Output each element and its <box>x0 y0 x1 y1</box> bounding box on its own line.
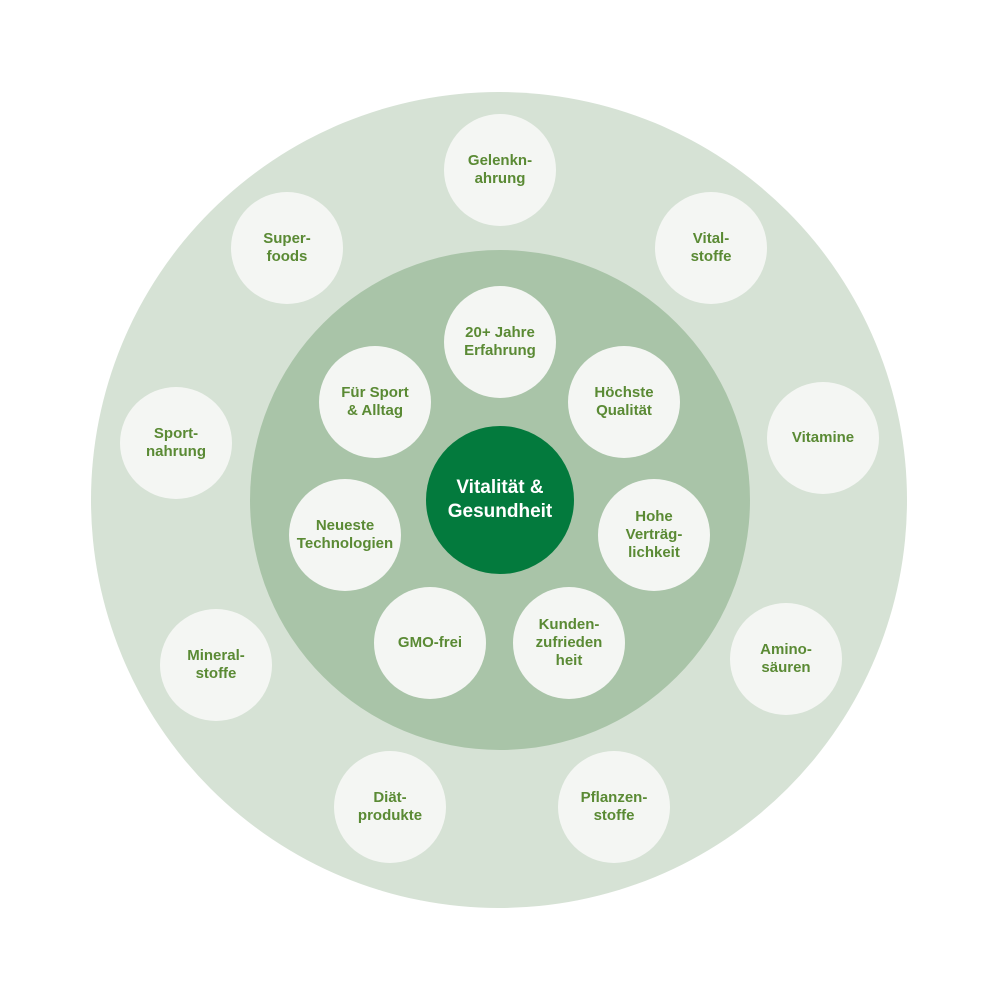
inner-bubble-technologien: Neueste Technologien <box>289 479 401 591</box>
inner-bubble-qualitaet: Höchste Qualität <box>568 346 680 458</box>
inner-bubble-gmo-frei: GMO-frei <box>374 587 486 699</box>
center-bubble: Vitalität & Gesundheit <box>426 426 574 574</box>
outer-bubble-label: Vital- stoffe <box>690 230 732 265</box>
inner-bubble-label: Höchste Qualität <box>594 384 654 419</box>
inner-bubble-label: Für Sport & Alltag <box>341 384 409 419</box>
outer-bubble-label: Mineral- stoffe <box>187 647 245 682</box>
inner-bubble-kundenzufriedenheit: Kunden- zufrieden heit <box>513 587 625 699</box>
outer-bubble-label: Pflanzen- stoffe <box>580 789 648 824</box>
outer-bubble-vitamine: Vitamine <box>767 382 879 494</box>
inner-bubble-erfahrung: 20+ Jahre Erfahrung <box>444 286 556 398</box>
inner-bubble-label: Kunden- zufrieden heit <box>535 616 603 669</box>
inner-bubble-sport-alltag: Für Sport & Alltag <box>319 346 431 458</box>
outer-bubble-superfoods: Super- foods <box>231 192 343 304</box>
outer-bubble-label: Sport- nahrung <box>146 425 206 460</box>
inner-bubble-label: Neueste Technologien <box>296 517 394 552</box>
outer-bubble-label: Super- foods <box>263 230 311 265</box>
outer-bubble-label: Amino- säuren <box>760 641 812 676</box>
outer-bubble-diaetprodukte: Diät- produkte <box>334 751 446 863</box>
outer-bubble-label: Diät- produkte <box>357 789 423 824</box>
inner-bubble-vertraeglichkeit: Hohe Verträg- lichkeit <box>598 479 710 591</box>
outer-bubble-gelenknahrung: Gelenkn- ahrung <box>444 114 556 226</box>
outer-bubble-pflanzenstoffe: Pflanzen- stoffe <box>558 751 670 863</box>
inner-bubble-label: 20+ Jahre Erfahrung <box>464 324 536 359</box>
outer-bubble-sportnahrung: Sport- nahrung <box>120 387 232 499</box>
outer-bubble-vitalstoffe: Vital- stoffe <box>655 192 767 304</box>
inner-bubble-label: Hohe Verträg- lichkeit <box>625 508 683 561</box>
outer-bubble-label: Gelenkn- ahrung <box>467 152 533 187</box>
center-label: Vitalität & Gesundheit <box>447 477 553 522</box>
inner-bubble-label: GMO-frei <box>397 634 463 651</box>
outer-bubble-mineralstoffe: Mineral- stoffe <box>160 609 272 721</box>
outer-bubble-label: Vitamine <box>791 429 855 446</box>
outer-bubble-aminosaeuren: Amino- säuren <box>730 603 842 715</box>
